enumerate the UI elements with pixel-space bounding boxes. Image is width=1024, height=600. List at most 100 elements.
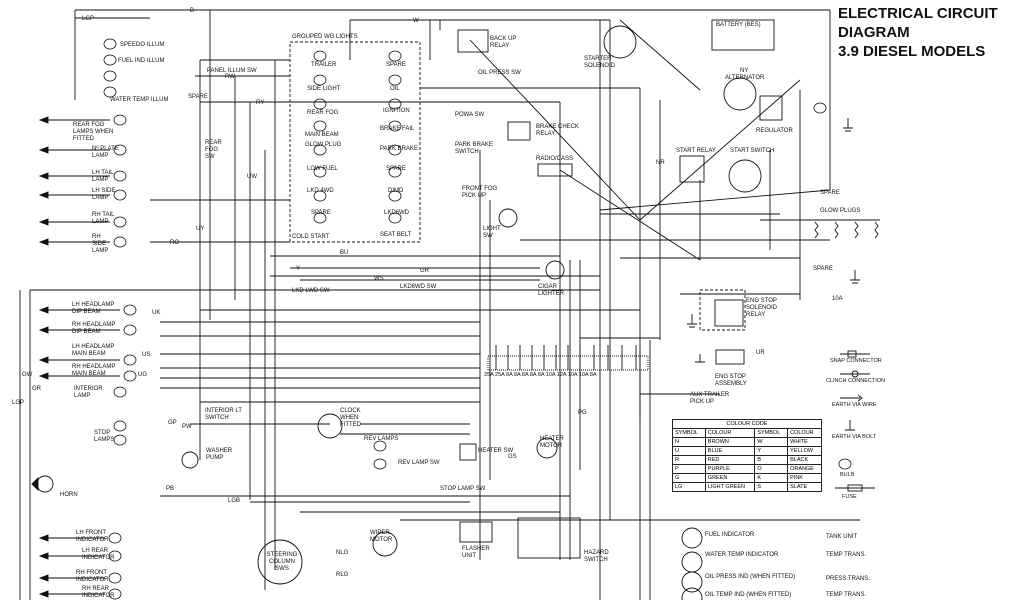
label-oil-temp-ind: OIL TEMP IND (WHEN FITTED) — [705, 592, 792, 598]
label-rear-fog-sw: REAR FOG SW — [205, 140, 222, 160]
label-spare-r2: SPARE — [386, 166, 406, 172]
colour-code-cell: BLACK — [787, 455, 822, 465]
label-park-brake-switch: PARK BRAKE SWITCH — [455, 142, 493, 155]
colour-code-title: COLOUR CODE — [672, 419, 822, 429]
legend-earth-via-bolt: EARTH VIA BOLT — [832, 434, 877, 440]
legend-fuse: FUSE — [842, 494, 857, 500]
label-lh-headlamp-dip: LH HEADLAMP DIP BEAM — [72, 302, 115, 315]
label-fuel-ind-illum: FUEL IND ILLUM — [118, 58, 165, 64]
label-eng-stop-solenoid: ENG STOP SOLENOID RELAY — [746, 298, 778, 318]
wire-code-ws: WS — [374, 276, 384, 282]
label-stop-lamp-sw: STOP LAMP SW — [440, 486, 486, 492]
colour-code-header: COLOUR — [787, 428, 822, 438]
earth-arrows — [38, 116, 120, 598]
colour-code-cell: YELLOW — [787, 446, 822, 456]
label-heater-sw: HEATER SW — [478, 448, 514, 454]
label-powa-sw: POWA SW — [455, 112, 485, 118]
wire-code-w-top: W — [413, 18, 419, 24]
label-rh-side-lamp: RH SIDE LAMP — [92, 234, 109, 254]
label-low-fuel: LOW FUEL — [307, 166, 338, 172]
label-water-temp-illum: WATER TEMP ILLUM — [110, 97, 169, 103]
colour-code-cell: BLUE — [704, 446, 756, 456]
label-dimd: DIMD — [388, 188, 404, 194]
wire-code-nr: NR — [656, 160, 665, 166]
label-main-beam: MAIN BEAM — [305, 132, 339, 138]
title-line-1: ELECTRICAL CIRCUIT — [838, 5, 998, 22]
colour-code-cell: PURPLE — [704, 464, 756, 474]
colour-code-header: COLOUR — [704, 428, 756, 438]
wire-code-pg: PG — [578, 410, 587, 416]
colour-code-cell: PINK — [787, 473, 822, 483]
colour-code-cell: Y — [754, 446, 789, 456]
colour-code-cell: SLATE — [787, 482, 822, 492]
eng-stop-relay-box — [699, 289, 746, 331]
fuse-row — [495, 345, 637, 370]
colour-code-cell: R — [672, 455, 706, 465]
label-interior-lt-switch: INTERIOR LT SWITCH — [205, 408, 242, 421]
label-rev-lamps: REV LAMPS — [364, 436, 399, 442]
label-fuse-10a: 10A — [832, 296, 843, 302]
colour-code-cell: O — [754, 464, 789, 474]
colour-code-cell: N — [672, 437, 706, 447]
colour-code-cell: B — [754, 455, 789, 465]
colour-code-cell: K — [754, 473, 789, 483]
label-lh-front-ind: LH FRONT INDICATOR — [76, 530, 109, 543]
label-lgp-top: LGP — [82, 16, 95, 22]
label-trailer: TRAILER — [311, 62, 337, 68]
colour-code-cell: GREEN — [704, 473, 756, 483]
earth-bolt-symbols — [687, 118, 860, 363]
wire-code-gp: GP — [168, 420, 177, 426]
label-front-fog-pick-up: FRONT FOG PICK UP — [462, 186, 498, 199]
label-regulator: REGULATOR — [756, 128, 793, 134]
label-eng-stop-assembly: ENG STOP ASSEMBLY — [715, 374, 747, 387]
colour-code-row: P PURPLE O ORANGE — [672, 464, 822, 474]
colour-code-cell: LIGHT GREEN — [704, 482, 756, 492]
label-start-switch: START SWITCH — [730, 148, 775, 154]
label-spare-right: SPARE — [820, 190, 840, 196]
label-rev-lamp-sw: REV LAMP SW — [398, 460, 440, 466]
label-water-temp-indicator: WATER TEMP INDICATOR — [705, 552, 779, 558]
colour-code-row: R RED B BLACK — [672, 455, 822, 465]
label-speedo-illum: SPEEDO ILLUM — [120, 42, 165, 48]
bulb-symbols — [103, 38, 852, 600]
colour-code-cell: WHITE — [787, 437, 822, 447]
colour-code-cell: G — [672, 473, 706, 483]
label-spare-left: SPARE — [311, 210, 331, 216]
label-rh-headlamp-main: RH HEADLAMP MAIN BEAM — [72, 364, 116, 377]
wire-code-rlg: RLG — [336, 572, 349, 578]
wire-code-ur: UR — [756, 350, 765, 356]
label-lh-rear-ind: LH REAR INDICATOR — [82, 548, 115, 561]
label-lkd-6wd-sw: LKD6WD SW — [400, 284, 437, 290]
colour-code-cell: RED — [704, 455, 756, 465]
relay-blocks — [457, 19, 783, 559]
label-rh-tail-lamp: RH TAIL LAMP — [92, 212, 115, 225]
horn-symbol — [31, 476, 39, 492]
label-spare-mid: SPARE — [813, 266, 833, 272]
diagonal-wires — [469, 19, 831, 261]
label-rh-rear-ind: RH REAR INDICATOR — [82, 586, 115, 599]
title-line-2: DIAGRAM — [838, 24, 910, 41]
label-fuel-indicator: FUEL INDICATOR — [705, 532, 755, 538]
wire-code-uk: UK — [152, 310, 161, 316]
label-light-sw: LIGHT SW — [483, 226, 501, 239]
label-interior-lamp: INTERIOR LAMP — [74, 386, 103, 399]
wire-code-nlg: NLG — [336, 550, 349, 556]
wire-code-bu: BU — [340, 250, 349, 256]
label-seat-belt: SEAT BELT — [380, 232, 412, 238]
wire-code-lgb: LGB — [228, 498, 241, 504]
label-steering-column: STEERING COLUMN SWS — [266, 552, 298, 572]
colour-code-row: G GREEN K PINK — [672, 473, 822, 483]
colour-code-row: LG LIGHT GREEN S SLATE — [672, 482, 822, 492]
colour-code-row: U BLUE Y YELLOW — [672, 446, 822, 456]
legend-symbols — [835, 350, 875, 492]
label-radio-cass: RADIO/CASS — [536, 156, 574, 162]
label-panel-illum-sw: PANEL ILLUM SW — [207, 68, 257, 74]
colour-code-header: SYMBOL — [672, 428, 706, 438]
label-no-plate-lamp: Nº PLATE LAMP — [92, 146, 119, 159]
legend-bulb: BULB — [840, 472, 855, 478]
label-stop-lamps: STOP LAMPS — [94, 430, 115, 443]
label-rh-front-ind: RH FRONT INDICATOR — [76, 570, 109, 583]
colour-code-cell: S — [754, 482, 789, 492]
label-heater-motor: HEATER MOTOR — [540, 436, 564, 449]
